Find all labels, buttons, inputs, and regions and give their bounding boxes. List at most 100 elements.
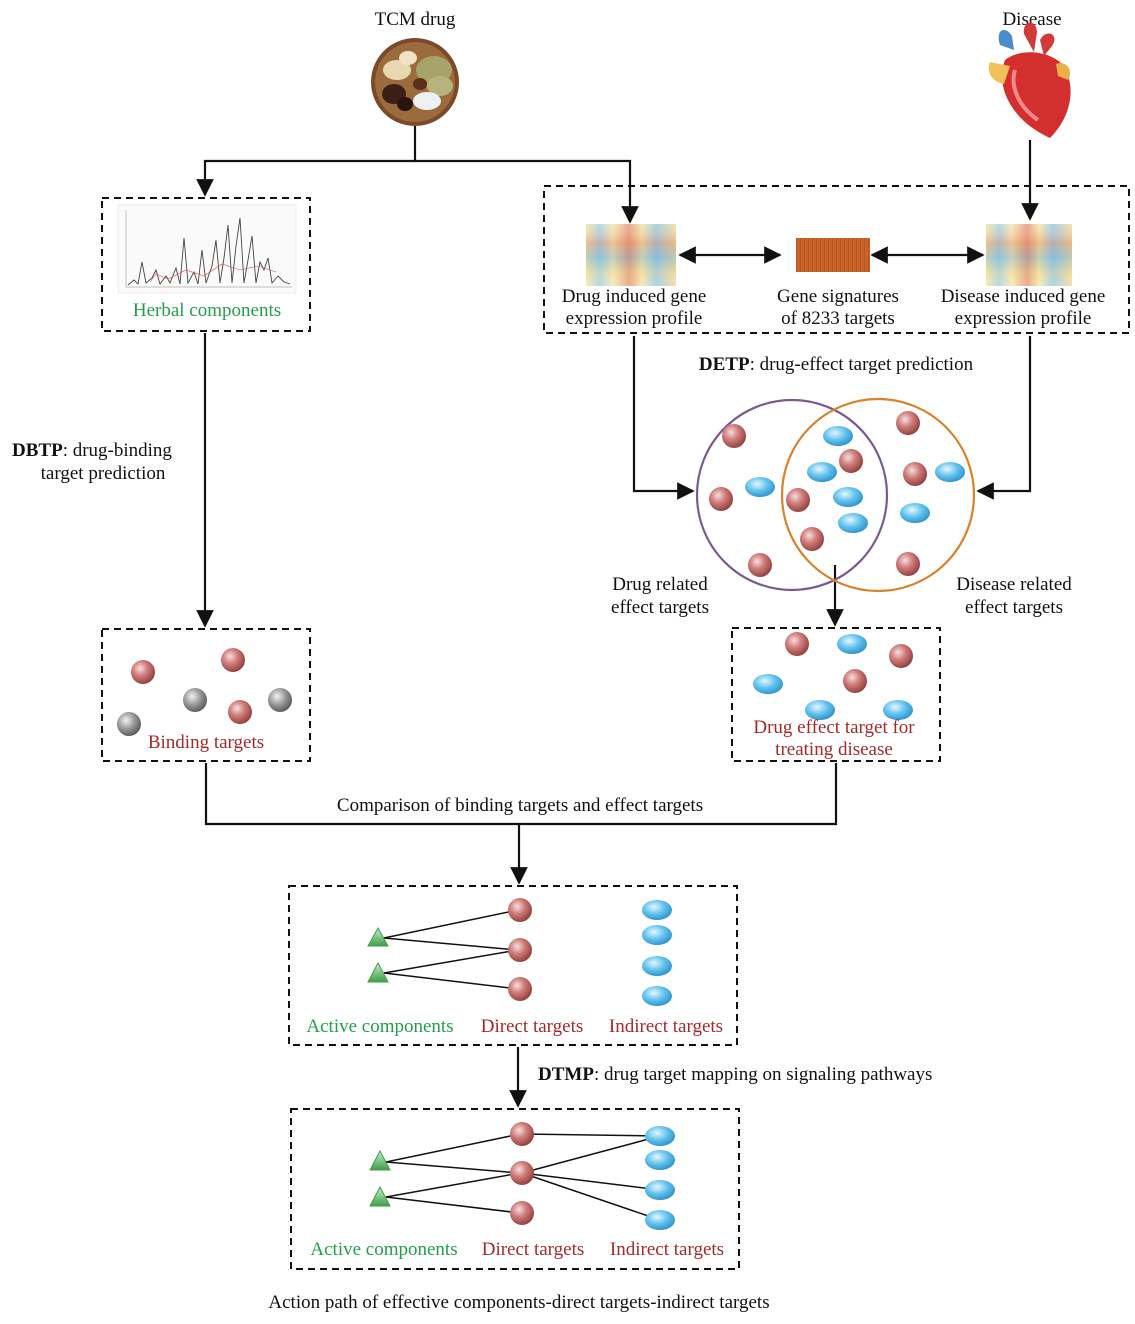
target-node	[722, 424, 746, 448]
binding-target-nodes	[117, 648, 292, 736]
disease-related-line2: effect targets	[965, 597, 1063, 618]
indirect-target-node	[645, 1126, 675, 1146]
active-components-label: Active components	[306, 1016, 453, 1037]
target-node	[745, 477, 775, 497]
indirect-target-node	[645, 1150, 675, 1170]
gene-signatures-line2: of 8233 targets	[781, 308, 895, 329]
herbal-components-box	[101, 197, 311, 332]
disease-label: Disease	[1002, 9, 1061, 30]
direct-targets-label-2: Direct targets	[482, 1239, 585, 1260]
direct-target-node	[510, 1161, 534, 1185]
effect-target-nodes	[753, 632, 913, 720]
direct-indirect-box	[288, 885, 738, 1046]
gene-expression-box	[543, 185, 1130, 334]
active-component-node	[369, 1149, 391, 1171]
disease-heatmap-icon	[986, 224, 1072, 286]
herbal-components-label: Herbal components	[133, 300, 281, 321]
target-node	[883, 700, 913, 720]
direct-target-node	[508, 938, 532, 962]
target-node	[221, 648, 245, 672]
tcm-to-drug-profile-arrow	[415, 159, 639, 224]
target-node	[889, 644, 913, 668]
target-node	[833, 487, 863, 507]
disease-profile-line1: Disease induced gene	[941, 286, 1106, 307]
disease-related-circle	[780, 397, 976, 593]
indirect-target-node	[642, 986, 672, 1006]
target-node	[131, 660, 155, 684]
direct-targets-label: Direct targets	[481, 1016, 584, 1037]
direct-links	[383, 909, 519, 990]
indirect-target-node	[645, 1180, 675, 1200]
pathway-mapping-box	[290, 1108, 740, 1270]
detp-caption: DETP: drug-effect target prediction	[699, 354, 974, 375]
disease-profile-to-venn-arrow	[976, 336, 1032, 500]
target-node	[268, 688, 292, 712]
active-component-node	[369, 1185, 391, 1207]
gene-signatures-line1: Gene signatures	[777, 286, 899, 307]
target-node	[839, 449, 863, 473]
target-node	[800, 527, 824, 551]
target-node	[838, 513, 868, 533]
tcm-drug-label: TCM drug	[375, 9, 456, 30]
herbal-drug-bowl-icon	[371, 38, 459, 126]
action-path-caption: Action path of effective components-dire…	[268, 1292, 769, 1313]
target-node	[896, 411, 920, 435]
venn-diagram	[695, 397, 976, 593]
drug-effect-target-box	[731, 627, 941, 762]
heart-icon	[988, 22, 1071, 138]
dbtp-caption: DBTP: drug-binding	[12, 440, 172, 461]
disease-related-line1: Disease related	[956, 574, 1072, 595]
indirect-targets-label: Indirect targets	[609, 1016, 723, 1037]
tcm-to-herbal-arrow	[196, 126, 417, 197]
target-node	[900, 503, 930, 523]
target-node	[117, 712, 141, 736]
indirect-targets-label-2: Indirect targets	[610, 1239, 724, 1260]
dbtp-caption-line2: target prediction	[41, 463, 166, 484]
binding-targets-box	[101, 628, 311, 762]
target-node	[896, 552, 920, 576]
indirect-target-node	[642, 925, 672, 945]
binding-targets-label: Binding targets	[148, 732, 264, 753]
target-node	[843, 669, 867, 693]
active-components-label-2: Active components	[310, 1239, 457, 1260]
comparison-caption: Comparison of binding targets and effect…	[337, 795, 703, 816]
drug-profile-to-venn-arrow	[632, 336, 695, 500]
target-node	[786, 488, 810, 512]
direct-target-node	[508, 977, 532, 1001]
dtmp-caption: DTMP: drug target mapping on signaling p…	[538, 1064, 932, 1085]
disease-profile-line2: expression profile	[955, 308, 1092, 329]
target-node	[748, 553, 772, 577]
indirect-target-node	[642, 956, 672, 976]
target-node	[183, 688, 207, 712]
direct-target-node	[510, 1122, 534, 1146]
direct-target-node	[510, 1201, 534, 1225]
active-component-node	[367, 961, 389, 983]
drug-profile-line2: expression profile	[566, 308, 703, 329]
drug-related-circle	[695, 398, 889, 592]
drug-effect-line2: treating disease	[775, 739, 893, 760]
drug-related-line2: effect targets	[611, 597, 709, 618]
target-node	[807, 462, 837, 482]
drug-profile-line1: Drug induced gene	[562, 286, 707, 307]
indirect-target-node	[645, 1210, 675, 1230]
active-component-node	[367, 926, 389, 947]
target-node	[753, 674, 783, 694]
target-node	[709, 487, 733, 511]
target-node	[805, 700, 835, 720]
gene-signature-icon	[796, 238, 870, 272]
target-node	[935, 462, 965, 482]
pathway-links	[385, 1133, 661, 1221]
target-node	[837, 634, 867, 654]
drug-related-line1: Drug related	[612, 574, 708, 595]
heatmap-icon	[586, 224, 676, 286]
indirect-target-node	[642, 900, 672, 920]
venn-target-nodes	[709, 411, 965, 577]
direct-target-node	[508, 898, 532, 922]
target-node	[823, 426, 853, 446]
comparison-connector	[204, 763, 838, 826]
drug-effect-line1: Drug effect target for	[753, 717, 915, 738]
target-node	[785, 632, 809, 656]
target-node	[228, 700, 252, 724]
target-node	[903, 462, 927, 486]
